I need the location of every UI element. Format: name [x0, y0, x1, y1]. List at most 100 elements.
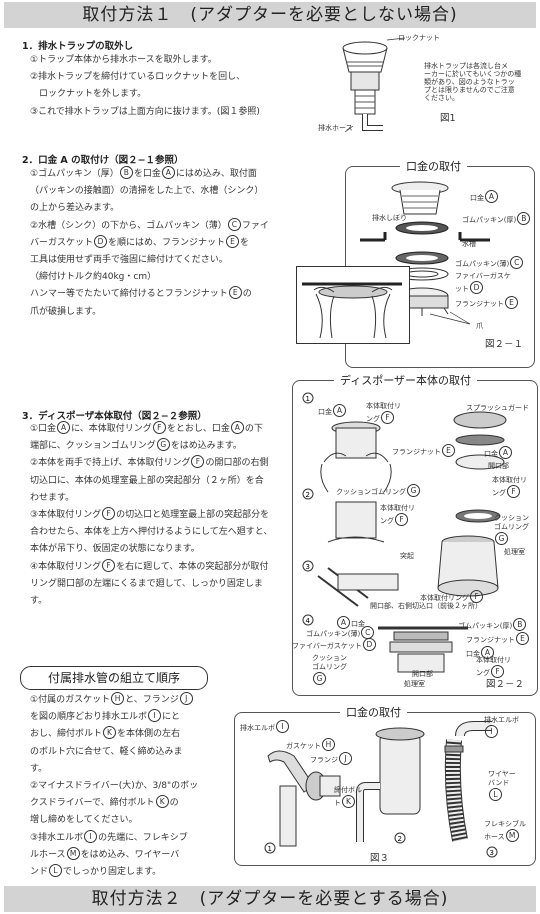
part-letter-circle: F: [102, 558, 116, 572]
text-line: 切込口に、本体の処理室最上部の突起部分（２ヶ所）を合: [30, 473, 272, 490]
text-line: 増し締めをしてください。: [30, 812, 198, 829]
label-claw: 爪: [476, 322, 483, 330]
figure-1-drain-trap: [342, 37, 406, 133]
text-segment: を本体側の左右: [117, 729, 181, 740]
section-header-method-1: 取付方法１ (アダプターを必要としない場合): [4, 2, 536, 28]
part-letter-circle: G: [156, 438, 170, 452]
text-segment: ②本体を両手で持上げ、本体取付リング: [30, 458, 191, 469]
text-segment: ルホース: [30, 849, 66, 860]
text-segment: ロックナットを外します。: [30, 89, 147, 100]
label-locknut: ロックナット: [398, 34, 440, 42]
heading-disposer-install: 3．ディスポーザ本体取付（図２−２参照）: [22, 411, 207, 422]
text-segment: をはめ込みます。: [170, 441, 242, 452]
figure-2-2-disposer-assembly: 1 2 3 4: [302, 392, 507, 673]
svg-text:1: 1: [306, 395, 310, 403]
label-opening: 開口部: [488, 462, 509, 470]
text-segment: の下: [244, 424, 263, 434]
part-letter-circle: K: [103, 726, 117, 740]
part-letter-circle: K: [155, 795, 169, 809]
hands-tightening-illustration: [296, 266, 410, 344]
text-segment: にはめ込み、取付面: [175, 169, 257, 179]
label-processing-chamber: 処理室: [504, 548, 525, 556]
text-segment: の: [242, 289, 252, 300]
text-segment: をとおし、口金: [166, 424, 230, 434]
label-sink: 水槽: [462, 240, 476, 248]
text-segment: ①ゴムパッキン（厚）: [30, 169, 119, 179]
text-line: ②マイナスドライバー(大)か、3/8"のボッ: [30, 778, 198, 795]
note-line: 排水トラップは各流し台メ: [424, 62, 508, 70]
text-segment: 端部に、クッションゴムリング: [30, 441, 156, 452]
part-letter-circle: L: [49, 864, 63, 878]
trap-removal-text: ①トラップ本体から排水ホースを取外します。②排水トラップを締付けているロックナッ…: [30, 52, 260, 121]
text-line: （パッキンの接触面）の清掃をした上で、水槽（シンク）: [30, 183, 269, 200]
note-line: 類があり、図のようなトラッ: [424, 78, 515, 86]
heading-drain-pipe-assembly: 付属排水管の組立て順序: [20, 666, 208, 690]
label-cushion-ring-g-2: クッションゴムリングG: [494, 514, 529, 545]
text-segment: を順にはめ、フランジナット: [108, 237, 226, 248]
part-letter-circle: E: [228, 286, 242, 300]
part-letter-circle: A: [230, 421, 244, 434]
text-segment: に、本体取付リング: [71, 424, 152, 434]
text-line: ①トラップ本体から排水ホースを取外します。: [30, 52, 260, 69]
text-segment: を口金: [133, 169, 161, 179]
text-segment: のボルト穴に合せて、軽く締め込みま: [30, 746, 183, 757]
caption-figure-2-2: 図２－２: [486, 679, 525, 690]
part-letter-circle: F: [191, 455, 205, 469]
part-letter-circle: D: [94, 234, 108, 248]
part-letter-circle: H: [111, 692, 125, 705]
figure-3-title: 口金の取付: [340, 704, 407, 720]
label-gasket-thin-c: ゴムパッキン(薄)C: [455, 256, 524, 269]
text-segment: の開口部の右側: [205, 458, 269, 469]
text-segment: 工具は使用せず両手で強固に締付けてください。: [30, 255, 228, 266]
text-segment: わせます。: [30, 492, 75, 503]
svg-text:3: 3: [490, 849, 494, 857]
caption-figure-3: 図３: [370, 853, 390, 864]
part-letter-circle: F: [152, 421, 166, 434]
text-segment: 爪が破損します。: [30, 306, 102, 317]
text-line: 工具は使用せず両手で強固に締付けてください。: [30, 252, 269, 269]
figure-3-drain-pipe: 1 2 3: [264, 721, 498, 858]
text-segment: でしっかり固定します。: [63, 867, 162, 878]
text-segment: にと: [162, 712, 181, 723]
note-line: プとは限りませんのでご注意: [424, 86, 515, 94]
figure-2-1-title: 口金の取付: [400, 158, 467, 174]
text-segment: を: [240, 237, 250, 248]
text-segment: ①口金: [30, 424, 57, 434]
text-segment: ンド: [30, 867, 49, 878]
text-segment: の先端に、フレキシブ: [98, 832, 188, 843]
text-segment: ①トラップ本体から排水ホースを取外します。: [30, 55, 217, 65]
label-gasket-thick-b: ゴムパッキン(厚)B: [462, 212, 531, 225]
part-letter-circle: I: [84, 829, 98, 843]
note-line: ーカーに於いてもいくつかの種: [424, 70, 522, 78]
part-letter-circle: J: [179, 692, 193, 705]
text-line: わせます。: [30, 490, 272, 507]
text-line: の上から差込みます。: [30, 200, 269, 217]
text-segment: ①付属のガスケット: [30, 695, 111, 705]
heading-flange-a-install: 2．口金 A の取付け（図２−１参照）: [22, 155, 184, 166]
label-2-2-gasket-thick-b: ゴムパッキン(厚)B: [458, 618, 527, 631]
part-letter-circle: F: [102, 507, 116, 521]
section-header-method-2: 取付方法２ (アダプターを必要とする場合): [4, 886, 536, 912]
